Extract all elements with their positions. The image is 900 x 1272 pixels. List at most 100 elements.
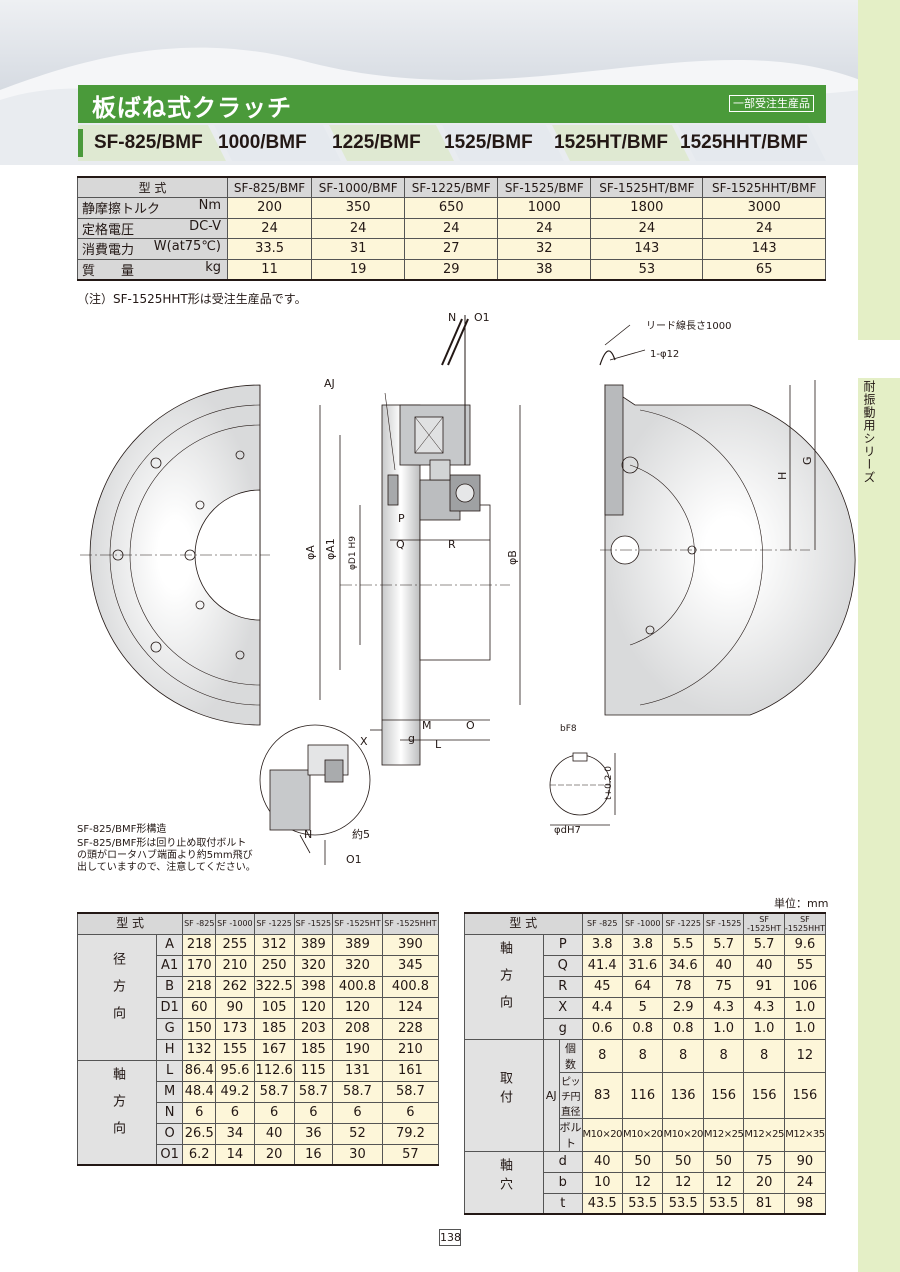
cell: 5.7 [702, 933, 745, 956]
accent-bar [78, 129, 83, 157]
symbol: g [543, 1017, 583, 1040]
dim-bF8: bF8 [560, 724, 577, 734]
dim-g: g [408, 732, 415, 745]
symbol: G [155, 1017, 184, 1040]
cell: 24 [497, 217, 592, 239]
cell: 1.0 [702, 1017, 745, 1040]
cell: 8 [621, 1038, 664, 1073]
keyway-detail [549, 752, 616, 826]
side-label: 耐振動用シリーズ [862, 380, 876, 484]
cell: 228 [381, 1017, 440, 1040]
cell: 4.3 [743, 996, 785, 1019]
cell: 12 [783, 1038, 827, 1073]
cell: 86.4 [182, 1059, 217, 1082]
cell: 5 [621, 996, 664, 1019]
structure-desc-line: SF-825/BMF形は回り止め取付ボルト [77, 838, 247, 849]
page-number: 138 [439, 1229, 461, 1246]
cell: 34 [215, 1122, 255, 1145]
structure-title: SF-825/BMF形構造 [77, 824, 167, 835]
cell: M12×25 [743, 1117, 785, 1152]
symbol: D1 [155, 996, 184, 1019]
cell: 8 [743, 1038, 785, 1073]
column-header: SF-1525HT/BMF [590, 176, 704, 198]
cell: 50 [662, 1150, 704, 1173]
cell: 389 [332, 933, 383, 956]
cell: 105 [253, 996, 295, 1019]
type-header: 型 式 [77, 176, 228, 198]
symbol: R [543, 975, 583, 998]
cell: 40 [743, 954, 785, 977]
cell: 34.6 [662, 954, 704, 977]
dim-O: O [466, 719, 475, 732]
cell: 210 [215, 954, 255, 977]
cell: 5.7 [743, 933, 785, 956]
cell: 203 [293, 1017, 334, 1040]
cell: 27 [404, 238, 499, 260]
symbol: ボルト [558, 1117, 583, 1152]
cell: 53.5 [662, 1192, 704, 1215]
column-header: SF -1525HHT [381, 912, 440, 935]
cell: 389 [293, 933, 334, 956]
cell: 14 [215, 1143, 255, 1166]
cell: 32 [497, 238, 592, 260]
dim-M: M [422, 719, 432, 732]
unit-label: 単位：mm [774, 897, 829, 910]
symbol: A1 [155, 954, 184, 977]
cell: 161 [381, 1059, 440, 1082]
page-title: 板ばね式クラッチ [92, 94, 292, 122]
symbol: ピッチ円直径 [558, 1071, 583, 1119]
cell: 155 [215, 1038, 255, 1061]
symbol: M [155, 1080, 184, 1103]
cell: 185 [293, 1038, 334, 1061]
cell: 6.2 [182, 1143, 217, 1166]
cell: 31.6 [621, 954, 664, 977]
cell: 1.0 [743, 1017, 785, 1040]
column-header: SF -1225 [253, 912, 295, 935]
model-label: 1000/BMF [218, 132, 307, 153]
column-header: SF-1525/BMF [497, 176, 592, 198]
cell: 53.5 [702, 1192, 745, 1215]
cell: 24 [226, 217, 313, 239]
cell: 5.5 [662, 933, 704, 956]
section-view [319, 315, 521, 766]
cell: 75 [743, 1150, 785, 1173]
cell: 218 [182, 933, 217, 956]
cell: M12×35 [783, 1117, 827, 1152]
column-header: SF -1525HHT [783, 912, 827, 935]
cell: 60 [182, 996, 217, 1019]
dim-O1-detail: O1 [346, 853, 362, 866]
cell: 120 [293, 996, 334, 1019]
cell: 20 [743, 1171, 785, 1194]
cell: 50 [621, 1150, 664, 1173]
cell: 58.7 [253, 1080, 295, 1103]
cell: 43.5 [581, 1192, 623, 1215]
structure-desc-line: 出していますので、注意してください。 [77, 862, 256, 873]
cell: 24 [702, 217, 826, 239]
side-tab [858, 340, 900, 378]
cell: 58.7 [381, 1080, 440, 1103]
cell: 190 [332, 1038, 383, 1061]
dim-hole: 1-φ12 [650, 349, 679, 360]
cell: 116 [621, 1071, 664, 1119]
cell: 52 [332, 1122, 383, 1145]
cell: 8 [581, 1038, 623, 1073]
cell: 24 [404, 217, 499, 239]
model-row: SF-825/BMF 1000/BMF 1225/BMF 1525/BMF 15… [78, 125, 838, 161]
cell: 1.0 [783, 1017, 827, 1040]
cell: 400.8 [381, 975, 440, 998]
symbol: L [155, 1059, 184, 1082]
cell: 19 [311, 258, 406, 280]
column-header: SF -825 [581, 912, 623, 935]
cell: 132 [182, 1038, 217, 1061]
cell: 24 [311, 217, 406, 239]
